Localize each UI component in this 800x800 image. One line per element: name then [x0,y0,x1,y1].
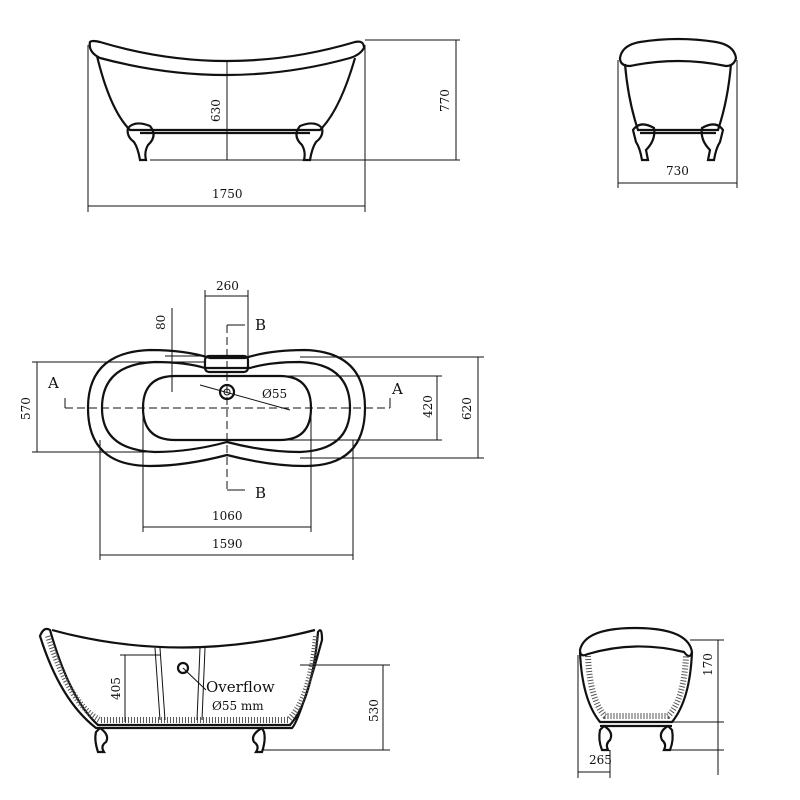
end-view-rim [618,37,738,68]
side-view-rim [88,39,366,77]
overflow-icon [176,661,190,675]
dim-inner-length: 1060 [212,509,243,523]
dim-depth: 530 [367,699,381,722]
claw-foot-icon [126,122,155,162]
dim-inner-width: 420 [421,395,435,418]
overflow-size: Ø55 mm [212,699,264,713]
claw-foot-icon [700,123,725,162]
section-a-left-label: A [47,374,59,392]
section-b-rim [578,626,694,658]
dim-rim-length: 1590 [212,537,243,551]
dim-waste-offset: 80 [154,315,168,330]
section-a-view: Overflow Ø55 mm 405 530 [38,627,390,754]
dim-overflow-height: 405 [109,677,123,700]
dim-total-height: 770 [438,89,452,112]
end-view: 730 [617,37,738,188]
claw-foot-icon [94,726,109,754]
claw-foot-icon [659,724,674,752]
plan-outer-rim [86,348,367,468]
claw-foot-icon [251,726,266,754]
dim-end-width: 730 [666,164,689,178]
side-view-body [95,55,357,132]
dim-rim-depth: 170 [701,653,715,676]
section-b-bottom-label: B [255,484,266,502]
section-a-right-label: A [391,380,403,398]
overflow-label: Overflow [206,678,275,696]
dim-waste-spacing: 260 [216,279,239,293]
dim-inner-height: 630 [209,99,223,122]
plan-view: Ø55 A A B B 260 80 570 420 620 1060 1590 [19,279,484,560]
section-b-top-label: B [255,316,266,334]
side-view: 1750 630 770 [87,39,460,212]
dim-total-width: 620 [460,397,474,420]
drain-label: Ø55 [262,387,287,401]
claw-foot-icon [598,724,613,752]
section-a-outer [38,627,324,730]
dim-length: 1750 [212,187,243,201]
section-b-view: 170 265 [577,626,724,778]
dim-foot-offset: 265 [589,753,612,767]
plan-inner-rim [100,360,352,454]
claw-foot-icon [295,122,324,162]
claw-foot-icon [631,123,656,162]
dim-outer-width: 570 [19,397,33,420]
